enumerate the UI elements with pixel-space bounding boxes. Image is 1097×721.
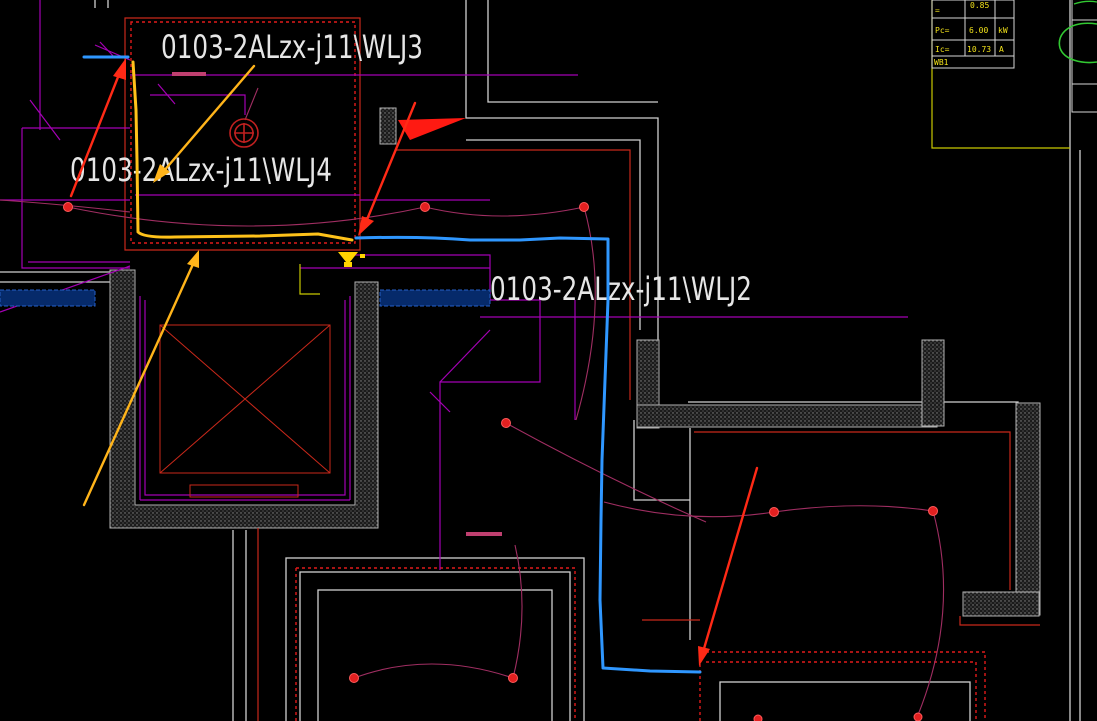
highlight-paths: [82, 55, 702, 674]
red-flag: [398, 118, 466, 140]
elevator-shaft: [159, 324, 331, 498]
red-arrowhead-1: [113, 58, 126, 80]
label-wlj2: 0103-2ALzx-j11\WLJ2: [490, 270, 752, 308]
blue-wall-bands: [0, 289, 491, 307]
circuit-labels: 0103-2ALzx-j11\WLJ3 0103-2ALzx-j11\WLJ4 …: [70, 28, 752, 308]
junction-dots: [63, 202, 938, 721]
table-row-1-key: =: [935, 6, 940, 15]
table-row-4-key: WB1: [934, 58, 949, 67]
red-wall-lines: [124, 17, 1040, 721]
ceiling-light-icon: [229, 118, 259, 148]
table-row-3-key: Ic=: [935, 45, 950, 54]
red-arrowhead-2: [358, 216, 374, 236]
label-wlj3: 0103-2ALzx-j11\WLJ3: [161, 28, 423, 66]
emergency-light-icon: [338, 252, 365, 267]
load-table: = 0.85 Pc= 6.00 kW Ic= 10.73 A WB1: [931, 0, 1097, 149]
table-row-3-value: 10.73: [967, 45, 991, 54]
orange-arrowhead-2: [187, 250, 199, 268]
table-row-2-value: 6.00: [969, 26, 988, 35]
green-revision-cloud: [1058, 22, 1097, 64]
blue-route: [354, 235, 702, 674]
table-row-2-unit: kW: [998, 26, 1008, 35]
table-row-2-key: Pc=: [935, 26, 950, 35]
table-row-3-unit: A: [999, 45, 1004, 54]
tiny-annotations: [172, 72, 502, 536]
red-arrowhead-3: [698, 646, 710, 666]
label-wlj4: 0103-2ALzx-j11\WLJ4: [70, 151, 332, 189]
orange-arrowhead-1: [153, 164, 170, 183]
table-row-1-value: 0.85: [970, 1, 989, 10]
circuit-wires: [0, 87, 945, 716]
annotation-arrows: [69, 58, 759, 666]
red-dashed-outlines: [130, 21, 986, 721]
concrete-walls: [109, 107, 1041, 617]
yellow-route: [131, 60, 354, 242]
magenta-lines: [0, 0, 908, 570]
